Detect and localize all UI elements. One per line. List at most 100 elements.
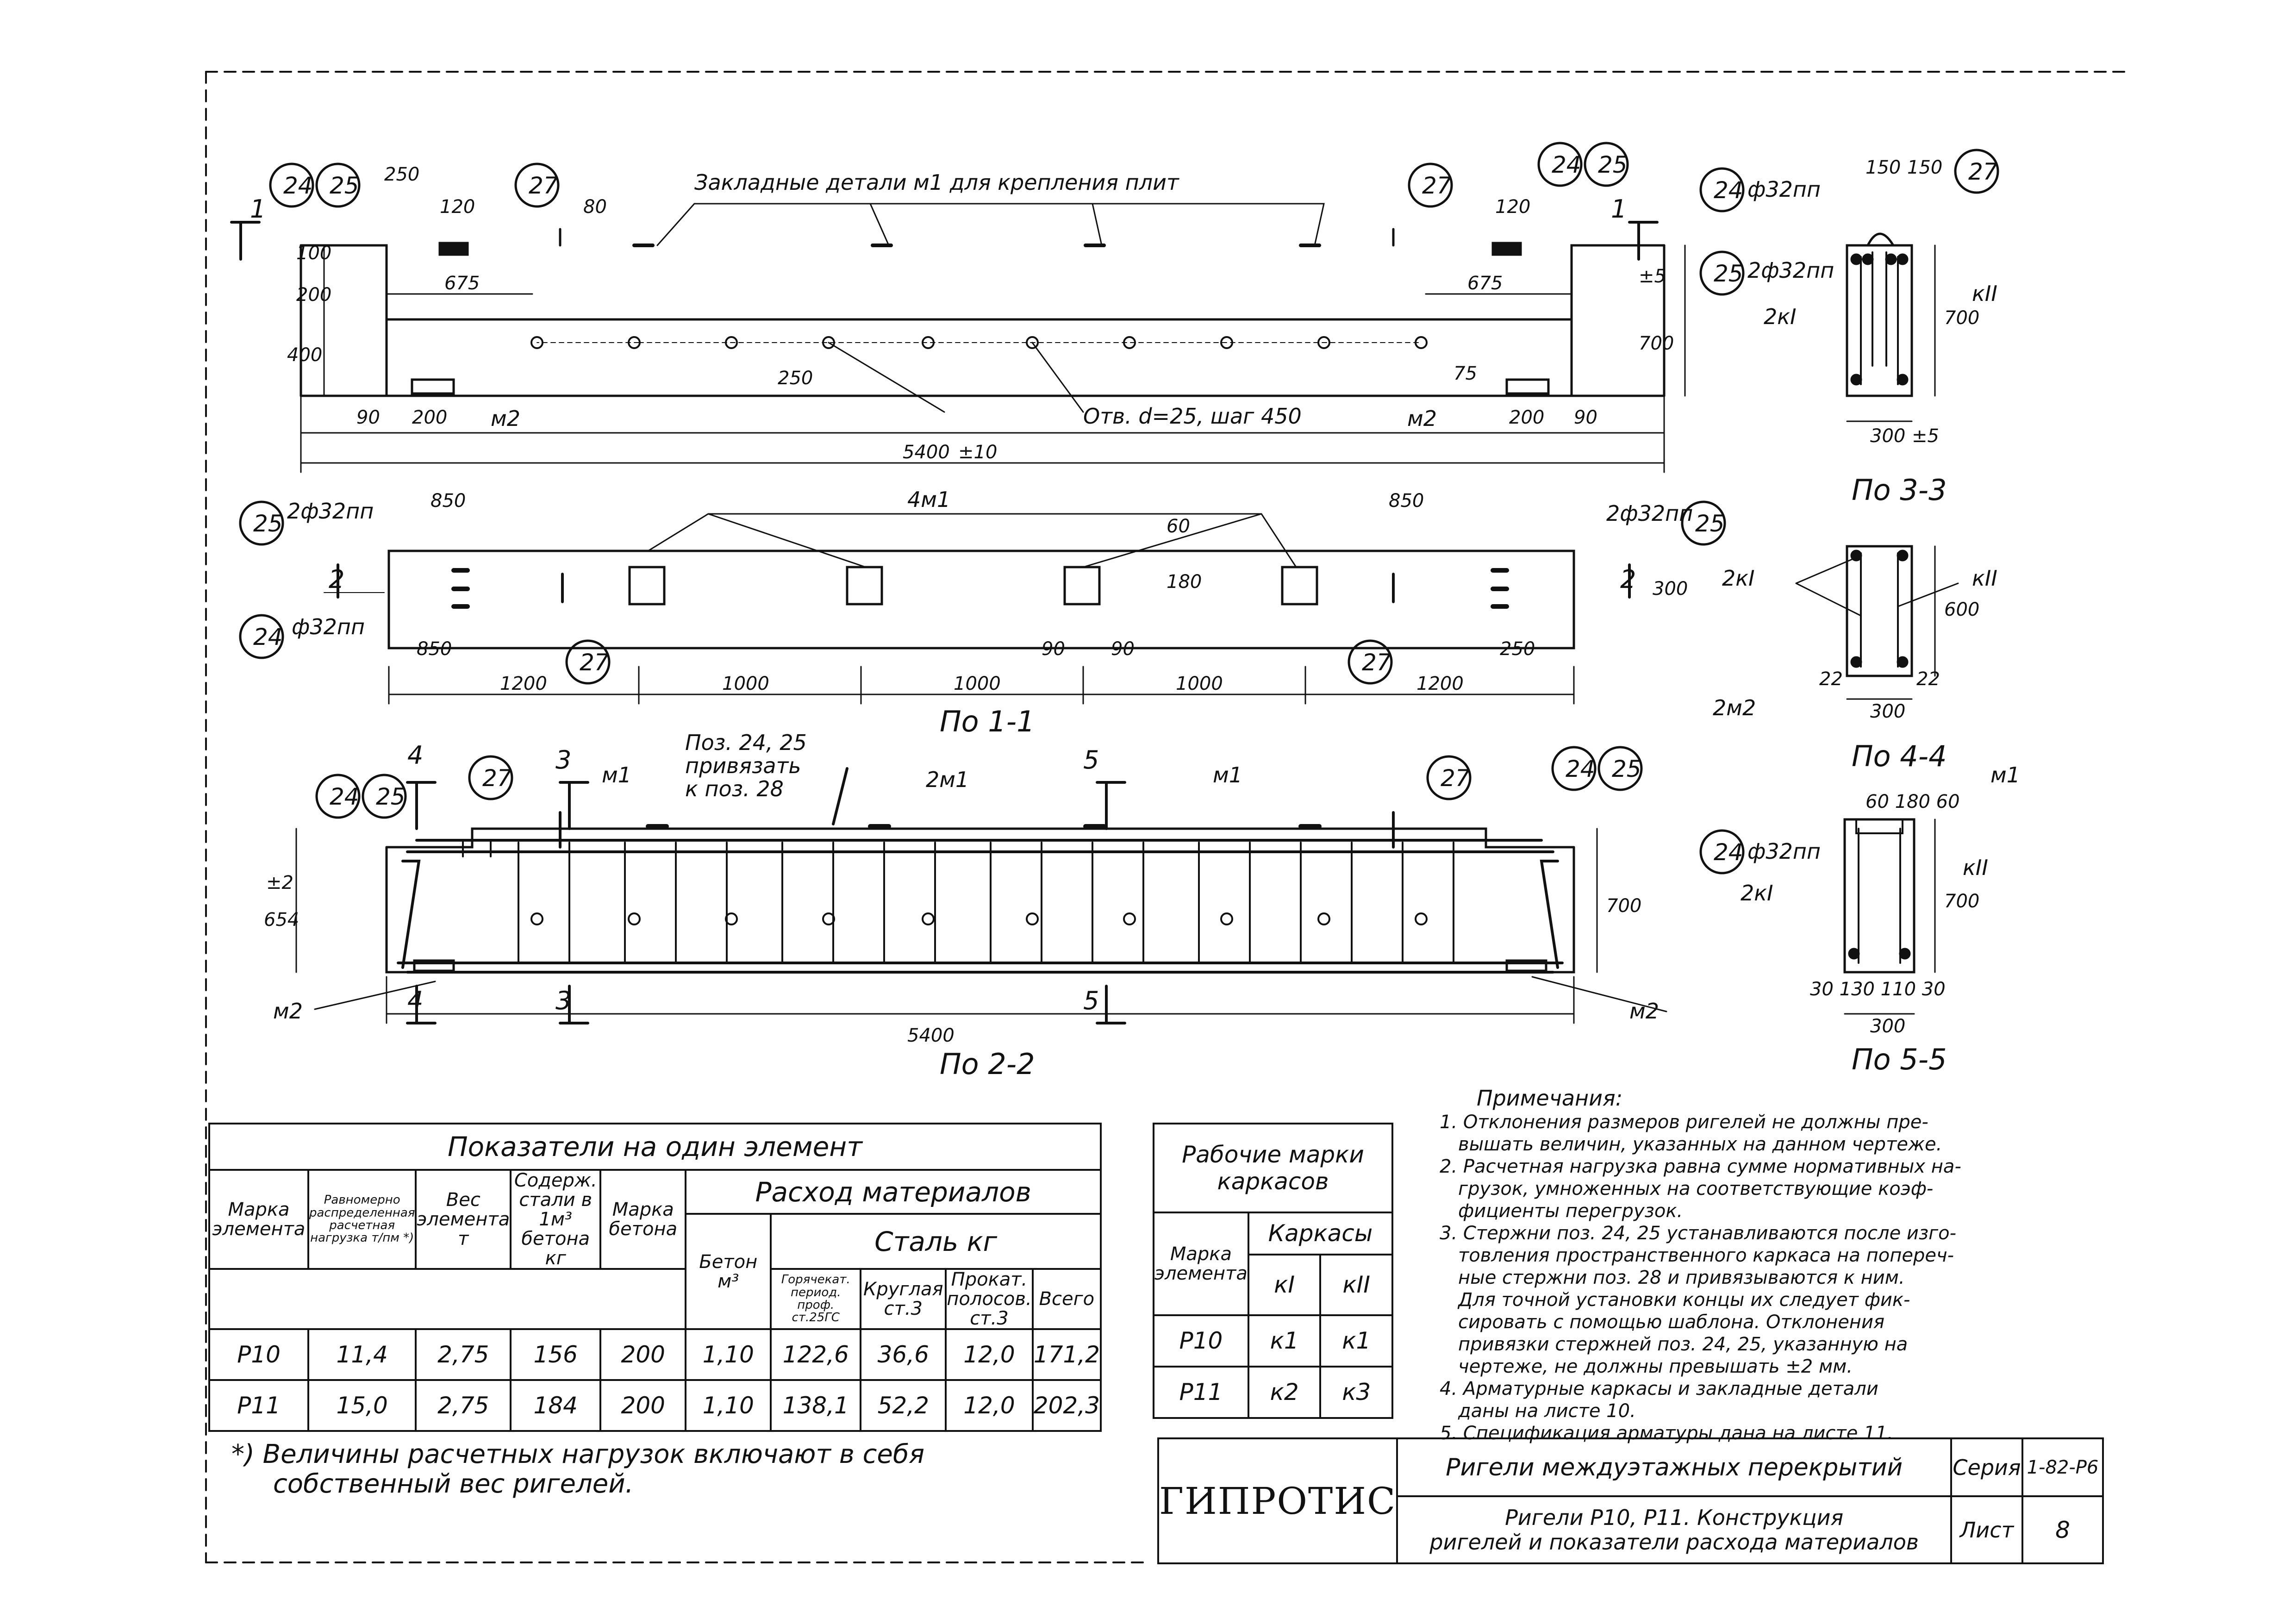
tol-10: ±10 [958, 442, 997, 463]
note-line: ные стержни поз. 28 и привязываются к ни… [1458, 1267, 1905, 1289]
dim-5400: 5400 [907, 1025, 955, 1046]
bar-d32-label: ф32пп [292, 614, 365, 639]
frame-2k1-label: 2кI [1764, 304, 1797, 329]
notes-block: Примечания: 1. Отклонения размеров ригел… [1440, 1086, 2106, 1444]
section-3-3 [1846, 232, 1936, 422]
dim-675: 675 [1467, 273, 1503, 294]
cut-3: 3 [555, 986, 571, 1015]
title-block-title2: Ригели Р10, Р11. Конструкция ригелей и п… [1396, 1495, 1952, 1564]
dim-850: 850 [417, 638, 452, 660]
cell: Р10 [208, 1328, 309, 1381]
org-stamp: ГИПРОТИС [1157, 1437, 1398, 1564]
cell: к3 [1319, 1365, 1393, 1419]
label-m2: м2 [1629, 999, 1659, 1024]
label-m1: м1 [1990, 762, 2020, 787]
dim-850: 850 [1389, 490, 1424, 512]
label-m2: м2 [273, 999, 303, 1024]
bar-2d32-label: 2ф32пп [1747, 258, 1834, 283]
cell: 36,6 [860, 1328, 947, 1381]
dim-654: 654 [264, 909, 299, 931]
dim-90: 90 [356, 407, 380, 428]
cut-4: 4 [407, 741, 423, 770]
label-4m1: 4м1 [907, 487, 950, 512]
note-line: 4. Арматурные каркасы и закладные детали [1440, 1378, 1878, 1400]
frames-h-k2: кII [1319, 1253, 1393, 1316]
callout-27: 27 [1441, 765, 1470, 792]
note-line: сировать с помощью шаблона. Отклонения [1458, 1312, 1885, 1333]
poz-note-3: к поз. 28 [685, 776, 784, 801]
callout-27: 27 [1362, 649, 1391, 676]
dim-600: 600 [1944, 599, 1979, 620]
bar-2d32-label: 2ф32пп [1606, 501, 1693, 526]
dim-150: 150 [1907, 157, 1942, 178]
cell: к2 [1247, 1365, 1322, 1419]
indicators-gap [208, 1269, 687, 1329]
dim-120: 120 [1495, 196, 1530, 218]
cell: 156 [510, 1328, 602, 1381]
dim-700: 700 [1606, 895, 1641, 917]
note-line: 3. Стержни поз. 24, 25 устанавливаются п… [1440, 1223, 1957, 1244]
callout-25: 25 [1598, 151, 1628, 178]
note-line: 1. Отклонения размеров ригелей не должны… [1440, 1112, 1928, 1133]
cell: к1 [1247, 1314, 1322, 1368]
dim-120: 120 [440, 196, 475, 218]
table-row: Р11 к2 к3 [1153, 1365, 1393, 1419]
frames-h-frames: Каркасы [1247, 1211, 1394, 1255]
tol-2: ±2 [266, 872, 293, 893]
dim-75: 75 [1454, 363, 1477, 384]
cut-4: 4 [407, 986, 423, 1015]
dim-400: 400 [287, 344, 322, 366]
callout-27: 27 [1968, 158, 1998, 185]
dim-180: 180 [1167, 571, 1202, 593]
indicators-h-concrete: Бетон м³ [685, 1213, 772, 1330]
callout-25: 25 [253, 510, 283, 537]
callout-24: 24 [1566, 756, 1595, 782]
dim-1000: 1000 [954, 673, 1001, 694]
sheet-value: 8 [2021, 1495, 2104, 1564]
footnote-line: *) Величины расчетных нагрузок включают … [231, 1439, 925, 1469]
label-m2: м2 [1407, 406, 1437, 431]
dim-150: 150 [1866, 157, 1901, 178]
section-3-3-caption: По 3-3 [1852, 473, 1947, 507]
indicators-h-load: Равномерно распределенная расчетная нагр… [307, 1169, 417, 1270]
cell: 11,4 [307, 1328, 417, 1381]
note-line: Для точной установки концы их следует фи… [1458, 1289, 1910, 1311]
frames-title: Рабочие марки каркасов [1153, 1123, 1393, 1213]
dim-22: 22 [1819, 668, 1843, 690]
callout-24: 24 [1552, 151, 1581, 178]
indicators-h-rolled: Прокат. полосов. ст.3 [945, 1268, 1034, 1330]
bar-d32-label: ф32пп [1747, 839, 1821, 864]
dim-60-180-60: 60 180 60 [1866, 791, 1960, 812]
indicators-h-hot: Горячекат. период. проф. ст.25ГС [770, 1268, 862, 1330]
cell: 2,75 [415, 1379, 512, 1432]
callout-25: 25 [376, 783, 406, 810]
sheet-label: Лист [1950, 1495, 2023, 1564]
note-line: вышать величин, указанных на данном черт… [1458, 1134, 1942, 1156]
callout-25: 25 [1695, 510, 1725, 537]
plan-caption: По 1-1 [940, 705, 1035, 738]
dim-80: 80 [583, 196, 607, 218]
dim-90: 90 [1111, 638, 1135, 660]
embedded-note: Закладные детали м1 для крепления плит [694, 170, 1179, 195]
tol-5: ±5 [1912, 425, 1939, 447]
cell: 202,3 [1031, 1379, 1102, 1432]
dim-100: 100 [296, 243, 331, 264]
cut-1: 1 [1611, 194, 1627, 224]
section-5-5-caption: По 5-5 [1852, 1043, 1947, 1076]
indicators-h-steel: Сталь кг [770, 1213, 1102, 1270]
dim-700: 700 [1639, 333, 1674, 354]
callout-25: 25 [330, 172, 359, 199]
note-line: фициенты перегрузок. [1458, 1200, 1683, 1222]
note-line: товления пространственного каркаса на по… [1458, 1245, 1954, 1267]
cell: 184 [510, 1379, 602, 1432]
label-m1: м1 [1213, 762, 1242, 787]
series-label: Серия [1950, 1437, 2023, 1497]
label-2m1: 2м1 [926, 767, 969, 792]
indicators-h-round: Круглая ст.3 [860, 1268, 947, 1330]
dim-30-130-110-30: 30 130 110 30 [1810, 979, 1946, 1000]
label-2m2: 2м2 [1713, 695, 1756, 720]
note-line: грузок, умноженных на соответствующие ко… [1458, 1178, 1934, 1200]
frame-k2-label: кII [1963, 855, 1988, 880]
cut-5: 5 [1083, 745, 1099, 775]
dim-675: 675 [444, 273, 480, 294]
